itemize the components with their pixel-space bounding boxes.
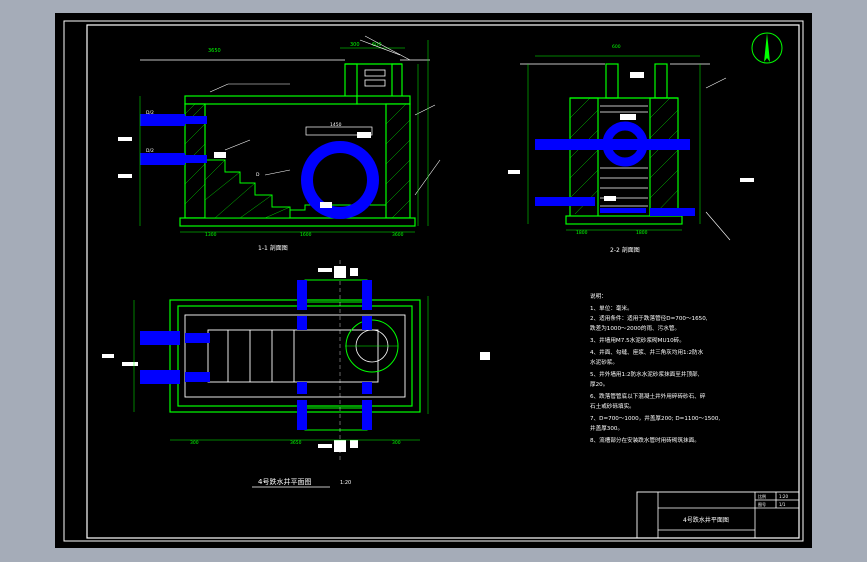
- svg-text:300: 300: [392, 440, 401, 446]
- section-1-1-caption: 1-1 剖面图: [258, 244, 288, 252]
- drawing-sheet: [55, 13, 812, 548]
- section-2-2-caption: 2-2 剖面图: [610, 246, 640, 254]
- svg-text:3650: 3650: [208, 48, 221, 54]
- title-block: [636, 491, 800, 539]
- svg-text:3650: 3650: [290, 440, 302, 446]
- svg-text:600: 600: [612, 44, 621, 50]
- sheet-inner-border: [86, 24, 800, 539]
- svg-text:1300: 1300: [205, 232, 217, 238]
- title-block-title: 4号跌水井平面图: [683, 516, 729, 524]
- svg-text:D/2: D/2: [146, 148, 154, 154]
- svg-text:D: D: [256, 172, 260, 178]
- svg-text:D/2: D/2: [146, 110, 154, 116]
- svg-text:300: 300: [350, 42, 360, 48]
- plan-caption: 4号跌水井平面图: [258, 477, 311, 486]
- note-line: 石土或砂砾填实。: [590, 402, 635, 410]
- note-line: 水泥砂浆。: [590, 358, 618, 366]
- note-line: 5、井外墙用1:2防水水泥砂浆抹面至井顶部,: [590, 370, 700, 378]
- notes-heading: 说明：: [590, 292, 607, 300]
- north-arrow-icon: [751, 32, 783, 64]
- section-2-2-drawing: 600: [508, 44, 754, 241]
- note-line: 7、D=700～1000，井盖厚200; D=1100～1500,: [590, 414, 720, 422]
- note-line: 跌差为1000～2000的雨、污水管。: [590, 324, 680, 332]
- svg-text:3600: 3600: [392, 232, 404, 238]
- svg-text:600: 600: [372, 42, 382, 48]
- plan-scale: 1:20: [340, 480, 351, 486]
- note-line: 4、井面、勾缝、座浆、井三角灰均用1:2防水: [590, 348, 704, 356]
- note-line: 1、单位：毫米。: [590, 304, 633, 312]
- title-block-cell: 1/1: [779, 502, 786, 507]
- title-block-cell: 图号: [758, 501, 766, 507]
- note-line: 2、适用条件：适用于跌落管径D=700～1650,: [590, 314, 708, 322]
- svg-text:1450: 1450: [330, 122, 342, 128]
- plan-view-drawing: 300 3650 300: [102, 260, 490, 460]
- svg-text:1800: 1800: [636, 230, 648, 236]
- svg-text:300: 300: [190, 440, 199, 446]
- section-1-1-drawing: 3650 300 600: [118, 35, 441, 238]
- title-block-cell: 1:20: [779, 494, 788, 499]
- note-line: 6、跌落管管底以下混凝土井外用碎砖砂石、碎: [590, 392, 706, 400]
- note-line: 8、流槽部分在安装跌水管时用砖砌筑抹面。: [590, 436, 700, 444]
- svg-text:1600: 1600: [300, 232, 312, 238]
- note-line: 井盖厚300。: [590, 424, 623, 432]
- title-block-cell: 比例: [758, 493, 766, 499]
- svg-text:1800: 1800: [576, 230, 588, 236]
- note-line: 3、井墙用M7.5水泥砂浆砌MU10砖。: [590, 336, 685, 344]
- notes-block: 说明： 1、单位：毫米。 2、适用条件：适用于跌落管径D=700～1650, 跌…: [590, 292, 720, 444]
- sheet-outer-border: [63, 20, 804, 542]
- note-line: 厚20。: [590, 381, 608, 388]
